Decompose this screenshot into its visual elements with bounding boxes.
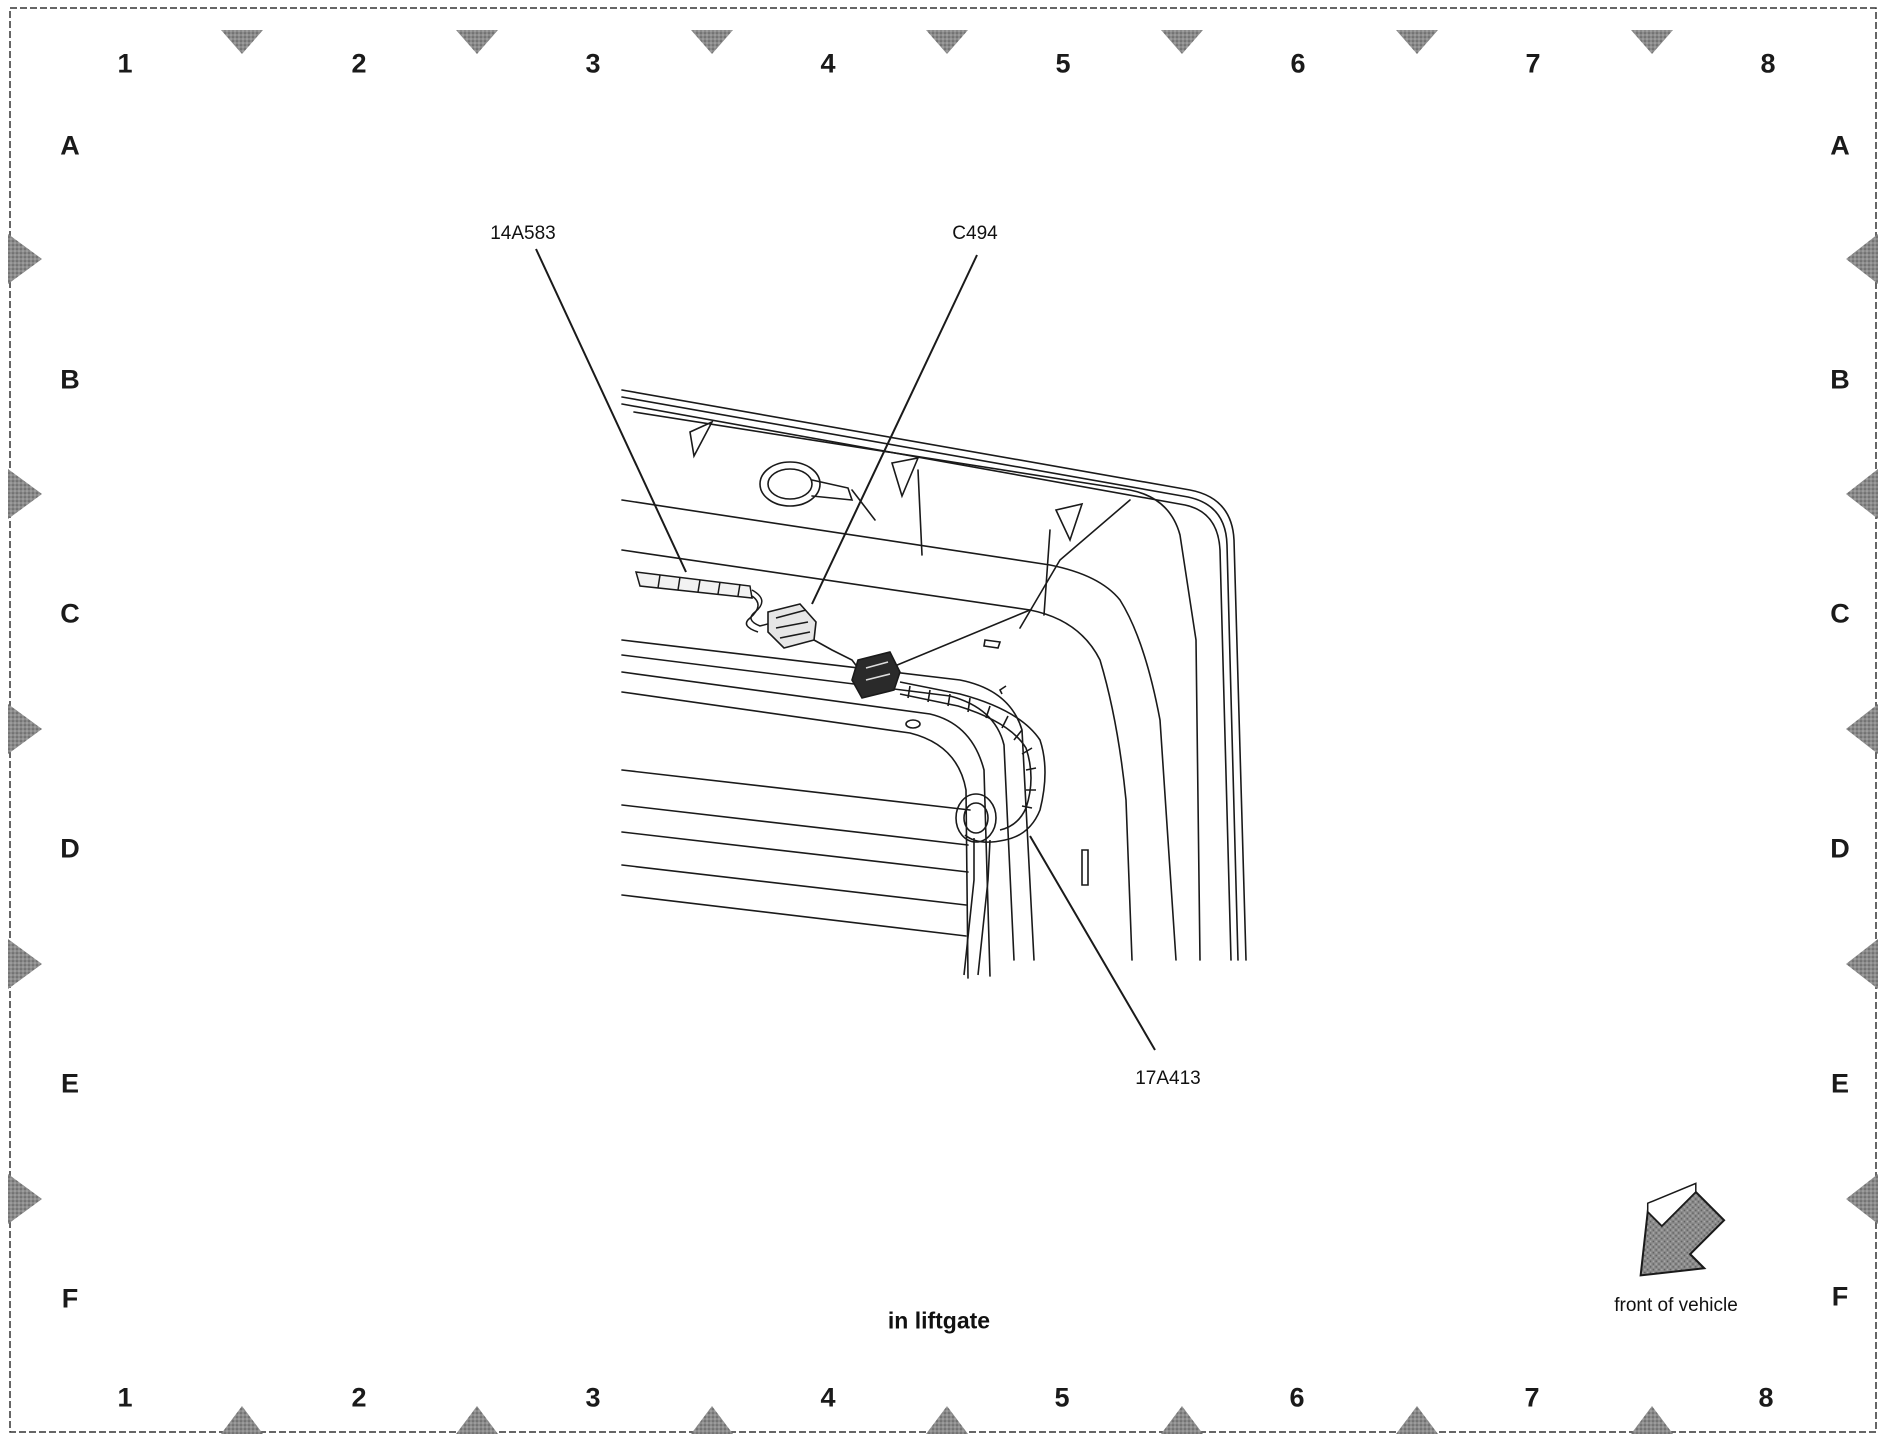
column-label-top-4: 4 (820, 48, 836, 79)
column-label-top-7: 7 (1525, 48, 1541, 79)
callout-14a583: 14A583 (490, 223, 556, 244)
column-label-top-2: 2 (351, 48, 367, 79)
row-label-right-b: B (1830, 364, 1850, 395)
column-label-bottom-5: 5 (1054, 1382, 1070, 1413)
row-label-right-f: F (1831, 1281, 1849, 1312)
harness-14a583-drawing (634, 571, 776, 633)
column-label-bottom-2: 2 (351, 1382, 367, 1413)
column-label-bottom-6: 6 (1289, 1382, 1305, 1413)
column-label-bottom-7: 7 (1524, 1382, 1540, 1413)
row-label-right-d: D (1830, 833, 1850, 864)
column-label-top-1: 1 (117, 48, 133, 79)
connector-c494-drawing (767, 603, 859, 669)
column-label-bottom-4: 4 (820, 1382, 836, 1413)
leader-lines (535, 248, 1156, 1051)
liftgate-drawing (621, 389, 1247, 979)
top-grid-markers (221, 30, 1673, 54)
row-label-right-a: A (1830, 130, 1850, 161)
column-label-top-8: 8 (1760, 48, 1776, 79)
column-label-bottom-3: 3 (585, 1382, 601, 1413)
row-label-left-b: B (60, 364, 80, 395)
leader-17a413 (1029, 835, 1156, 1051)
row-label-right-e: E (1830, 1068, 1850, 1099)
row-label-left-d: D (60, 833, 80, 864)
row-label-left-a: A (60, 130, 80, 161)
leader-14a583 (535, 248, 687, 573)
diagram-border (9, 7, 1877, 1433)
callout-17a413: 17A413 (1135, 1068, 1201, 1089)
row-label-left-f: F (61, 1283, 79, 1314)
harness-17a413-drawing (851, 651, 1046, 976)
bottom-grid-markers (221, 1406, 1673, 1434)
column-label-top-6: 6 (1290, 48, 1306, 79)
row-label-left-e: E (60, 1068, 80, 1099)
column-label-bottom-1: 1 (117, 1382, 133, 1413)
row-label-left-c: C (60, 598, 80, 629)
column-label-bottom-8: 8 (1758, 1382, 1774, 1413)
column-label-top-3: 3 (585, 48, 601, 79)
row-label-right-c: C (1830, 598, 1850, 629)
leader-c494 (811, 254, 978, 605)
column-label-top-5: 5 (1055, 48, 1071, 79)
direction-arrow-icon (1639, 1182, 1726, 1277)
front-of-vehicle-label: front of vehicle (1614, 1295, 1738, 1316)
right-grid-markers (1846, 234, 1878, 1224)
callout-c494: C494 (952, 223, 998, 244)
left-grid-markers (8, 234, 42, 1224)
diagram-caption: in liftgate (887, 1307, 991, 1334)
